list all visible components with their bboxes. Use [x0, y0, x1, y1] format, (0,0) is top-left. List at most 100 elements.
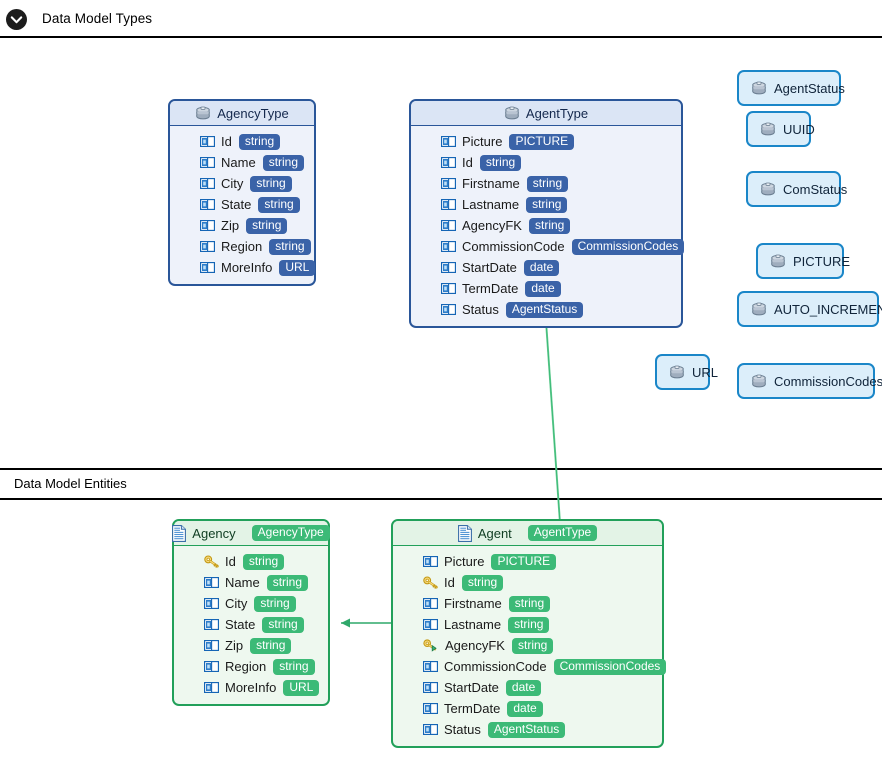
field-type-badge[interactable]: string [246, 217, 288, 234]
field-type-badge[interactable]: URL [279, 259, 316, 276]
field-type-badge[interactable]: string [262, 154, 305, 171]
entity-type-badge[interactable]: AgencyType [251, 525, 330, 541]
field-type-badge[interactable]: string [250, 637, 292, 654]
field-name: StartDate [444, 680, 499, 695]
field-type-badge[interactable]: date [525, 280, 561, 297]
field-type-badge[interactable]: string [528, 217, 571, 234]
field-type-badge[interactable]: string [273, 658, 315, 675]
field-type-badge[interactable]: string [479, 154, 522, 171]
field-type-badge[interactable]: string [526, 196, 568, 213]
field-type-badge[interactable]: string [526, 175, 569, 192]
simple-type-picture[interactable]: PICTURE [756, 243, 850, 279]
field-type-badge[interactable]: string [508, 595, 551, 612]
primary-key-icon [423, 576, 439, 589]
simple-type-agentstatus[interactable]: AgentStatus [737, 70, 845, 106]
divider-entities-top [0, 468, 882, 470]
field-name: Status [462, 302, 499, 317]
field-type-badge[interactable]: string [258, 196, 300, 213]
field-row[interactable]: Zip string [174, 635, 328, 656]
attribute-icon [441, 199, 456, 210]
field-type-badge[interactable]: PICTURE [509, 133, 575, 150]
simple-type-comstatus[interactable]: ComStatus [746, 171, 847, 207]
field-type-badge[interactable]: string [511, 637, 554, 654]
chevron-down-circle-icon[interactable] [6, 9, 27, 30]
simple-type-commissioncodes[interactable]: CommissionCodes [737, 363, 882, 399]
field-type-badge[interactable]: string [262, 616, 304, 633]
field-type-badge[interactable]: CommissionCodes [571, 238, 685, 255]
field-type-badge[interactable]: string [254, 595, 296, 612]
field-row[interactable]: Status AgentStatus [411, 299, 681, 320]
entity-type-badge[interactable]: AgentType [527, 525, 598, 541]
simple-type-auto_increment[interactable]: AUTO_INCREMENT [737, 291, 882, 327]
field-type-badge[interactable]: date [523, 259, 560, 276]
attribute-icon [441, 304, 456, 315]
field-name: State [225, 617, 256, 632]
field-type-badge[interactable]: URL [283, 679, 320, 696]
attribute-icon [204, 640, 219, 651]
attribute-icon [441, 136, 456, 147]
field-type-badge[interactable]: string [461, 574, 504, 591]
field-type-badge[interactable]: string [238, 133, 281, 150]
field-type-badge[interactable]: string [266, 574, 309, 591]
simple-type-url[interactable]: URL [655, 354, 718, 390]
field-type-badge[interactable]: AgentStatus [505, 301, 584, 318]
attribute-icon [200, 157, 215, 168]
field-type-badge[interactable]: string [250, 175, 292, 192]
simple-type-uuid[interactable]: UUID [746, 111, 815, 147]
field-type-badge[interactable]: string [269, 238, 311, 255]
field-row[interactable]: StartDate date [393, 677, 662, 698]
simple-type-label: PICTURE [793, 253, 851, 269]
field-name: Id [462, 155, 473, 170]
field-type-badge[interactable]: date [507, 700, 543, 717]
entity-document-icon [457, 524, 472, 542]
type-node-header[interactable]: AgentType [411, 101, 681, 126]
field-name: Zip [225, 638, 244, 653]
field-type-badge[interactable]: date [505, 679, 542, 696]
field-type-badge[interactable]: CommissionCodes [553, 658, 667, 675]
field-type-badge[interactable]: PICTURE [491, 553, 557, 570]
field-row[interactable]: State string [174, 614, 328, 635]
field-row[interactable]: Id string [411, 152, 681, 173]
field-type-badge[interactable]: AgentStatus [487, 721, 566, 738]
field-row[interactable]: Id string [170, 131, 314, 152]
field-type-badge[interactable]: string [508, 616, 550, 633]
simple-type-label: ComStatus [783, 181, 848, 197]
field-type-badge[interactable]: string [242, 553, 285, 570]
type-node-header[interactable]: AgencyType [170, 101, 314, 126]
field-name: Id [221, 134, 232, 149]
attribute-icon [441, 157, 456, 168]
